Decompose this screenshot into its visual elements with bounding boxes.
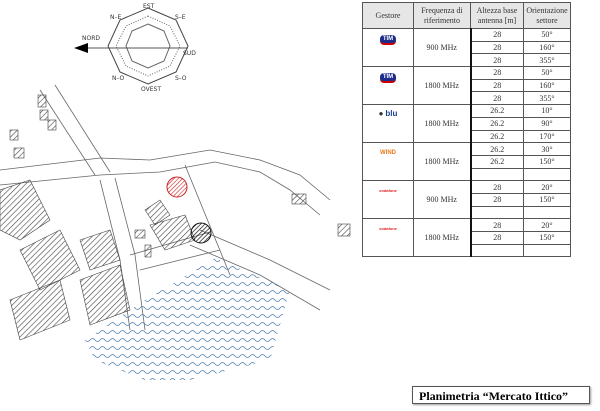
table-row xyxy=(363,243,571,258)
orientation-cell: 355° xyxy=(523,53,571,68)
height-cell: 28 xyxy=(469,78,524,93)
frequency-cell: 900 MHz xyxy=(413,180,471,220)
header-frequenza: Frequenza di riferimento xyxy=(413,2,471,29)
label-est: EST xyxy=(143,3,155,10)
height-cell: 28 xyxy=(469,180,524,194)
operator-logo: vodafone xyxy=(362,218,414,258)
height-cell: 26.2 xyxy=(469,154,524,169)
orientation-cell: 160° xyxy=(523,40,571,55)
height-cell: 28 xyxy=(469,231,524,245)
table-row xyxy=(363,205,571,220)
label-ovest: OVEST xyxy=(141,86,161,93)
height-cell: 28 xyxy=(469,40,524,55)
frequency-cell: 1800 MHz xyxy=(413,104,471,144)
north-arrow-icon xyxy=(74,43,88,53)
height-cell xyxy=(469,243,524,258)
header-gestore: Gestore xyxy=(362,2,414,29)
site-marker-black xyxy=(190,222,212,244)
operator-name: TIM xyxy=(379,35,397,45)
compass-rose: NORD EST SUD OVEST N–E S–E N–O S–O xyxy=(74,3,196,93)
frequency-cell: 900 MHz xyxy=(413,27,471,68)
operator-logo: ● blu xyxy=(362,104,414,144)
operator-logo: vodafone xyxy=(362,180,414,220)
height-cell xyxy=(469,205,524,220)
orientation-cell xyxy=(523,205,571,220)
orientation-cell: 20° xyxy=(523,180,571,194)
orientation-cell: 170° xyxy=(523,129,571,144)
orientation-cell: 90° xyxy=(523,116,571,131)
orientation-cell: 50° xyxy=(523,66,571,80)
label-no: N–O xyxy=(112,75,124,82)
orientation-cell: 150° xyxy=(523,154,571,169)
orientation-cell: 160° xyxy=(523,78,571,93)
height-cell: 26.2 xyxy=(469,104,524,118)
operator-name: vodafone xyxy=(379,226,397,232)
height-cell: 26.2 xyxy=(469,142,524,156)
sea-area xyxy=(145,258,290,380)
site-marker-red xyxy=(166,176,188,198)
operator-name: TIM xyxy=(379,73,397,84)
height-cell: 26.2 xyxy=(469,129,524,144)
map-caption: Planimetria “Mercato Ittico” xyxy=(412,386,590,404)
label-ne: N–E xyxy=(110,14,121,21)
operator-name: WIND xyxy=(380,150,396,157)
label-so: S–O xyxy=(175,75,187,82)
height-cell xyxy=(469,167,524,182)
operator-name: vodafone xyxy=(379,188,397,194)
frequency-cell: 1800 MHz xyxy=(413,218,471,258)
orientation-cell: 50° xyxy=(523,28,571,42)
orientation-cell xyxy=(523,167,571,182)
header-orientazione: Orientazione settore xyxy=(523,2,571,29)
frequency-cell: 1800 MHz xyxy=(413,66,471,106)
buildings xyxy=(0,94,351,341)
height-cell: 28 xyxy=(469,91,524,106)
height-cell: 28 xyxy=(469,66,524,80)
height-cell: 26.2 xyxy=(469,116,524,131)
height-cell: 28 xyxy=(469,192,524,207)
operator-logo: TIM xyxy=(362,66,414,106)
antenna-table: Gestore Frequenza di riferimento Altezza… xyxy=(362,2,571,258)
orientation-cell: 150° xyxy=(523,231,571,245)
orientation-cell: 30° xyxy=(523,142,571,156)
orientation-cell: 10° xyxy=(523,104,571,118)
label-se: S–E xyxy=(175,14,186,21)
orientation-cell xyxy=(523,243,571,258)
label-nord: NORD xyxy=(82,35,100,42)
orientation-cell: 20° xyxy=(523,218,571,232)
height-cell: 28 xyxy=(469,53,524,68)
orientation-cell: 355° xyxy=(523,91,571,106)
operator-logo: WIND xyxy=(362,142,414,182)
orientation-cell: 150° xyxy=(523,192,571,207)
label-sud: SUD xyxy=(183,50,196,57)
operator-logo: TIM xyxy=(362,27,414,68)
header-altezza: Altezza base antenna [m] xyxy=(470,2,524,29)
blu-logo-icon: ● xyxy=(378,109,386,119)
site-map: NORD EST SUD OVEST N–E S–E N–O S–O xyxy=(0,3,351,380)
frequency-cell: 1800 MHz xyxy=(413,142,471,182)
operator-name: blu xyxy=(385,109,398,119)
height-cell: 28 xyxy=(469,28,524,42)
height-cell: 28 xyxy=(469,218,524,232)
